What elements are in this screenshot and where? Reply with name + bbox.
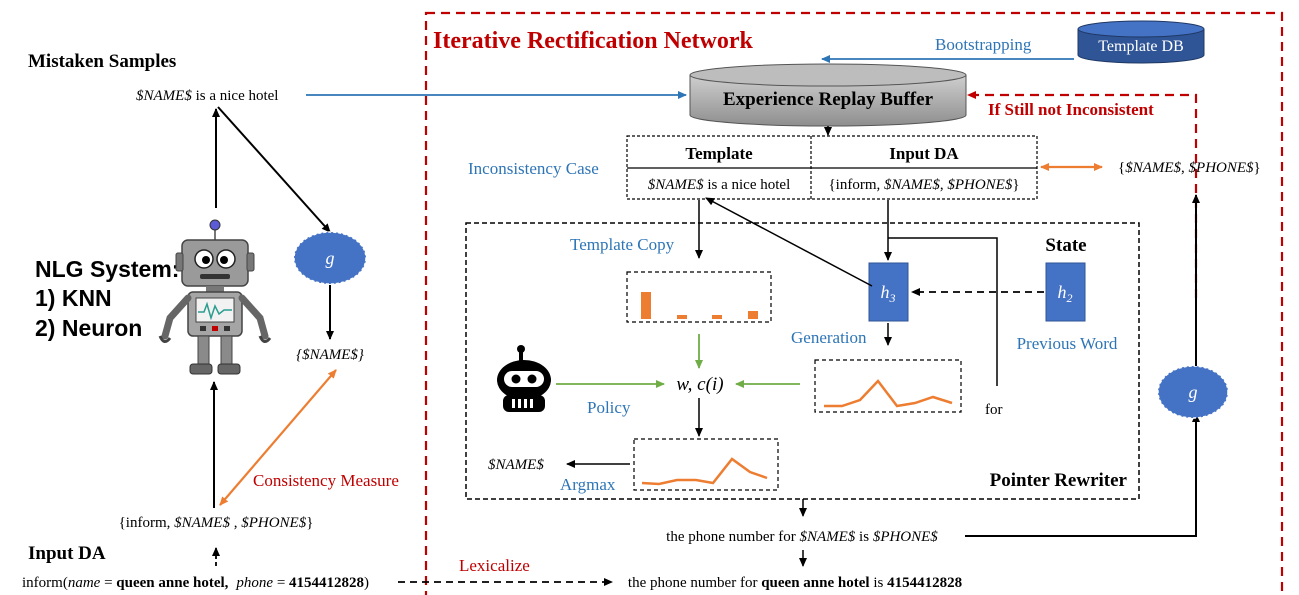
argmax-curve xyxy=(641,457,768,486)
argmax-distribution xyxy=(633,438,779,491)
copy-bar-1 xyxy=(641,292,651,319)
pointer-rewriter-title: Pointer Rewriter xyxy=(990,470,1128,491)
final-sentence: the phone number for queen anne hotel is… xyxy=(628,575,962,591)
table-header-input-da: Input DA xyxy=(889,144,959,163)
copy-bar-3 xyxy=(712,315,722,319)
inconsistency-case-label: Inconsistency Case xyxy=(468,159,599,178)
g-right-label: g xyxy=(1189,382,1198,402)
policy-label: Policy xyxy=(587,398,631,417)
g-left-node xyxy=(293,231,367,285)
bootstrapping-label: Bootstrapping xyxy=(935,35,1032,54)
nlg-item-neuron: 2) Neuron xyxy=(35,315,142,341)
output-wc-label: w, c(i) xyxy=(676,374,723,395)
g-right-node xyxy=(1157,365,1229,419)
nlg-item-knn: 1) KNN xyxy=(35,285,112,311)
generation-distribution xyxy=(814,359,962,413)
irn-container xyxy=(424,11,1284,595)
phone-to-g-arrow xyxy=(965,413,1200,537)
argmax-output-name: $NAME$ xyxy=(488,457,544,473)
input-da-title: Input DA xyxy=(28,543,106,564)
template-copy-distribution xyxy=(626,271,772,323)
sample-to-g-arrow xyxy=(217,106,331,233)
lexicalize-label: Lexicalize xyxy=(459,556,530,575)
right-slot-set: {$NAME$, $PHONE$} xyxy=(1118,160,1261,176)
inform-slot-set: {inform, $NAME$ , $PHONE$} xyxy=(119,515,314,531)
h3-to-template-arrow xyxy=(705,197,873,287)
h2-label: h2 xyxy=(1058,282,1073,305)
still-inconsistent-label: If Still not Inconsistent xyxy=(988,100,1154,119)
h3-node xyxy=(868,262,909,322)
generation-curve xyxy=(824,379,953,408)
nlg-robot-icon xyxy=(158,219,272,375)
h3-label: h3 xyxy=(881,282,896,305)
policy-robot-icon xyxy=(497,345,551,412)
template-copy-label: Template Copy xyxy=(570,235,675,254)
consistency-measure-label: Consistency Measure xyxy=(253,471,399,490)
irn-title: Iterative Rectification Network xyxy=(433,28,754,54)
mistaken-samples-title: Mistaken Samples xyxy=(28,51,176,72)
consistency-measure-arrow xyxy=(219,369,337,506)
g-left-label: g xyxy=(326,248,335,268)
table-input-cell: {inform, $NAME$, $PHONE$} xyxy=(828,177,1019,193)
pointer-rewriter-box xyxy=(465,222,1140,500)
for-feedback-line xyxy=(888,237,998,386)
raw-dialogue-act: inform(name = queen anne hotel,phone = 4… xyxy=(22,575,369,591)
mistaken-sample-text: $NAME$ is a nice hotel xyxy=(136,88,278,104)
generation-label: Generation xyxy=(791,328,867,347)
argmax-label: Argmax xyxy=(560,475,616,494)
buffer-label: Experience Replay Buffer xyxy=(723,89,934,110)
copy-bar-2 xyxy=(677,315,687,319)
table-header-template: Template xyxy=(685,144,753,163)
phone-template-text: the phone number for $NAME$ is $PHONE$ xyxy=(666,529,938,545)
h2-node xyxy=(1045,262,1086,322)
inconsistency-table: Template Input DA $NAME$ is a nice hotel… xyxy=(626,135,1038,200)
copy-bar-4 xyxy=(748,311,758,319)
state-label: State xyxy=(1045,235,1086,256)
table-template-cell: $NAME$ is a nice hotel xyxy=(648,177,790,193)
previous-word-label: Previous Word xyxy=(1017,334,1118,353)
for-label: for xyxy=(985,402,1003,418)
experience-replay-buffer: Experience Replay Buffer xyxy=(689,63,967,127)
template-db-label: Template DB xyxy=(1098,38,1184,55)
template-db: Template DB xyxy=(1077,20,1205,64)
nlg-title: NLG System: xyxy=(35,256,179,282)
name-set: {$NAME$} xyxy=(296,347,364,363)
